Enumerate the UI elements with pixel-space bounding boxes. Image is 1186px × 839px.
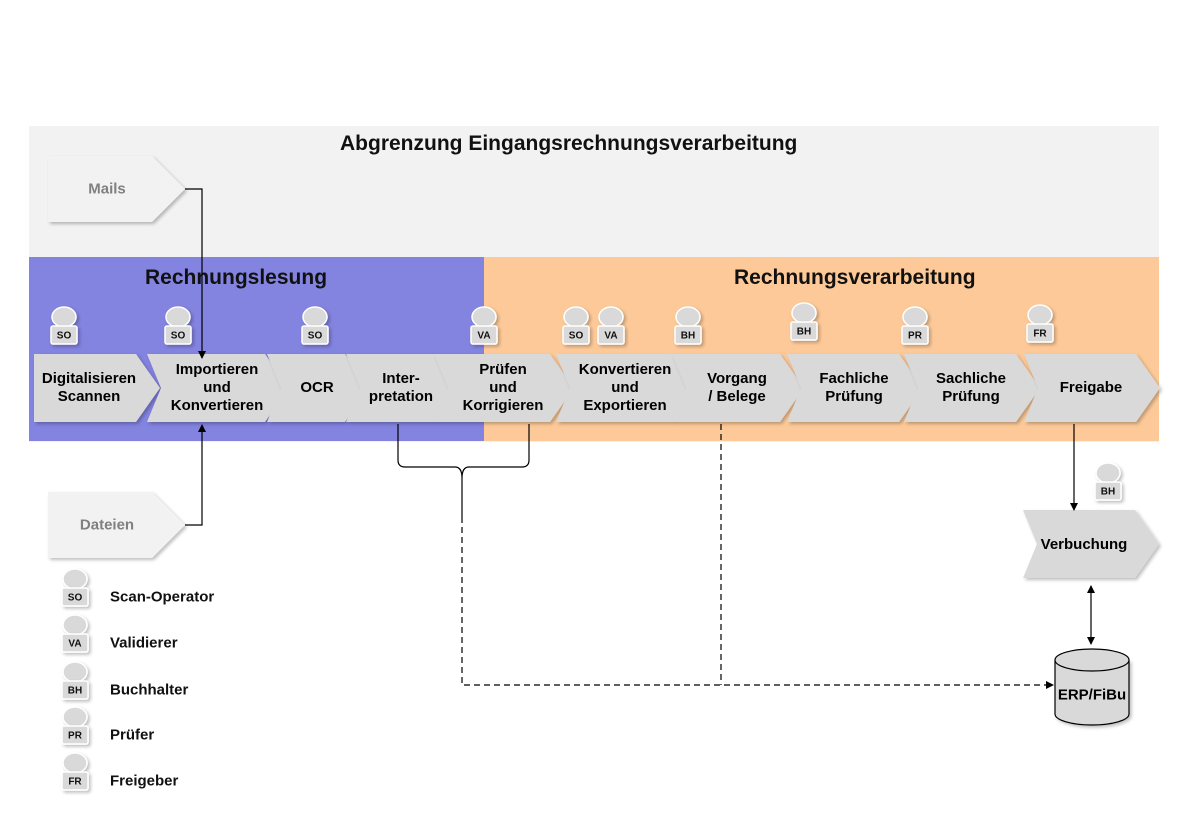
interpretation-bracket [397,424,530,517]
step-label-4: Inter- pretation [368,370,434,405]
verbuchung-role-code: BH [1100,486,1116,498]
role-code-6-1: SO [568,330,584,342]
step-chevron-1 [34,354,160,422]
role-badge-7-1 [674,306,702,345]
export-dashed-connector [461,517,1054,689]
database-label: ERP/FiBu [1057,686,1127,704]
role-code-6-2: VA [604,330,618,342]
step-label-9: Sachliche Prüfung [935,370,1007,405]
step-chevron-8 [787,354,923,422]
step-chevron-2 [147,354,289,422]
role-badge-5-1 [470,306,498,345]
mails-source-label: Mails [88,180,126,198]
step-label-5: Prüfen und Korrigieren [462,361,544,414]
legend-code-so: SO [67,592,83,604]
legend-label-fr: Freigeber [110,772,179,790]
verbuchung-label: Verbuchung [1040,536,1128,553]
legend-badge-bh [61,661,89,700]
legend-label-va: Validierer [110,634,178,652]
role-badge-10-1 [1026,304,1054,343]
step-label-6: Konvertieren und Exportieren [578,361,672,414]
verarbeitung-title: Rechnungsverarbeitung [734,266,976,289]
mails-connector [185,188,206,359]
erp-database [1054,648,1130,726]
legend-code-fr: FR [68,776,82,788]
legend-label-so: Scan-Operator [110,588,215,606]
role-badge-6-2 [597,306,625,345]
legend-code-bh: BH [67,685,83,697]
legend-badge-pr [61,706,89,745]
step-chevron-9 [904,354,1040,422]
role-code-10-1: FR [1033,328,1047,340]
role-code-8-1: BH [796,326,812,338]
role-code-2-1: SO [170,330,186,342]
step-chevron-10 [1024,354,1160,422]
dateien-source-label: Dateien [79,516,135,534]
legend-code-va: VA [68,638,82,650]
step-chevron-5 [434,354,574,422]
role-badge-9-1 [901,306,929,345]
role-badge-8-1 [790,302,818,341]
main-title: Abgrenzung Eingangsrechnungsverarbeitung [340,132,798,155]
legend-label-bh: Buchhalter [110,681,189,699]
legend-badge-va [61,614,89,653]
step-chevron-6 [556,354,696,422]
step-label-7: Vorgang / Belege [707,370,767,405]
step-chevron-7 [672,354,804,422]
legend-badge-fr [61,752,89,791]
step-label-8: Fachliche Prüfung [819,370,889,405]
mails-source-shape [48,156,185,222]
step-chevron-3 [267,354,369,422]
role-badge-3-1 [301,306,329,345]
step-label-1: Digitalisieren Scannen [41,370,137,405]
step-label-2: Importieren und Konvertieren [170,361,264,414]
legend-badge-so [61,568,89,607]
role-code-5-1: VA [477,330,491,342]
legend-code-pr: PR [68,730,82,742]
role-badge-1-1 [50,306,78,345]
verbuchung-chevron [1023,510,1159,578]
step-chevron-4 [346,354,458,422]
role-code-3-1: SO [307,330,323,342]
role-code-1-1: SO [56,330,72,342]
role-code-7-1: BH [680,330,696,342]
verbuchung-role-badge [1094,462,1122,501]
dateien-connector [185,424,206,526]
lesung-title: Rechnungslesung [145,266,328,289]
step-label-10: Freigabe [1059,379,1123,396]
step-label-3: OCR [300,379,334,396]
dateien-source-shape [48,492,185,558]
legend-label-pr: Prüfer [110,726,155,744]
role-badge-2-1 [164,306,192,345]
role-badge-6-1 [562,306,590,345]
role-code-9-1: PR [908,330,922,342]
